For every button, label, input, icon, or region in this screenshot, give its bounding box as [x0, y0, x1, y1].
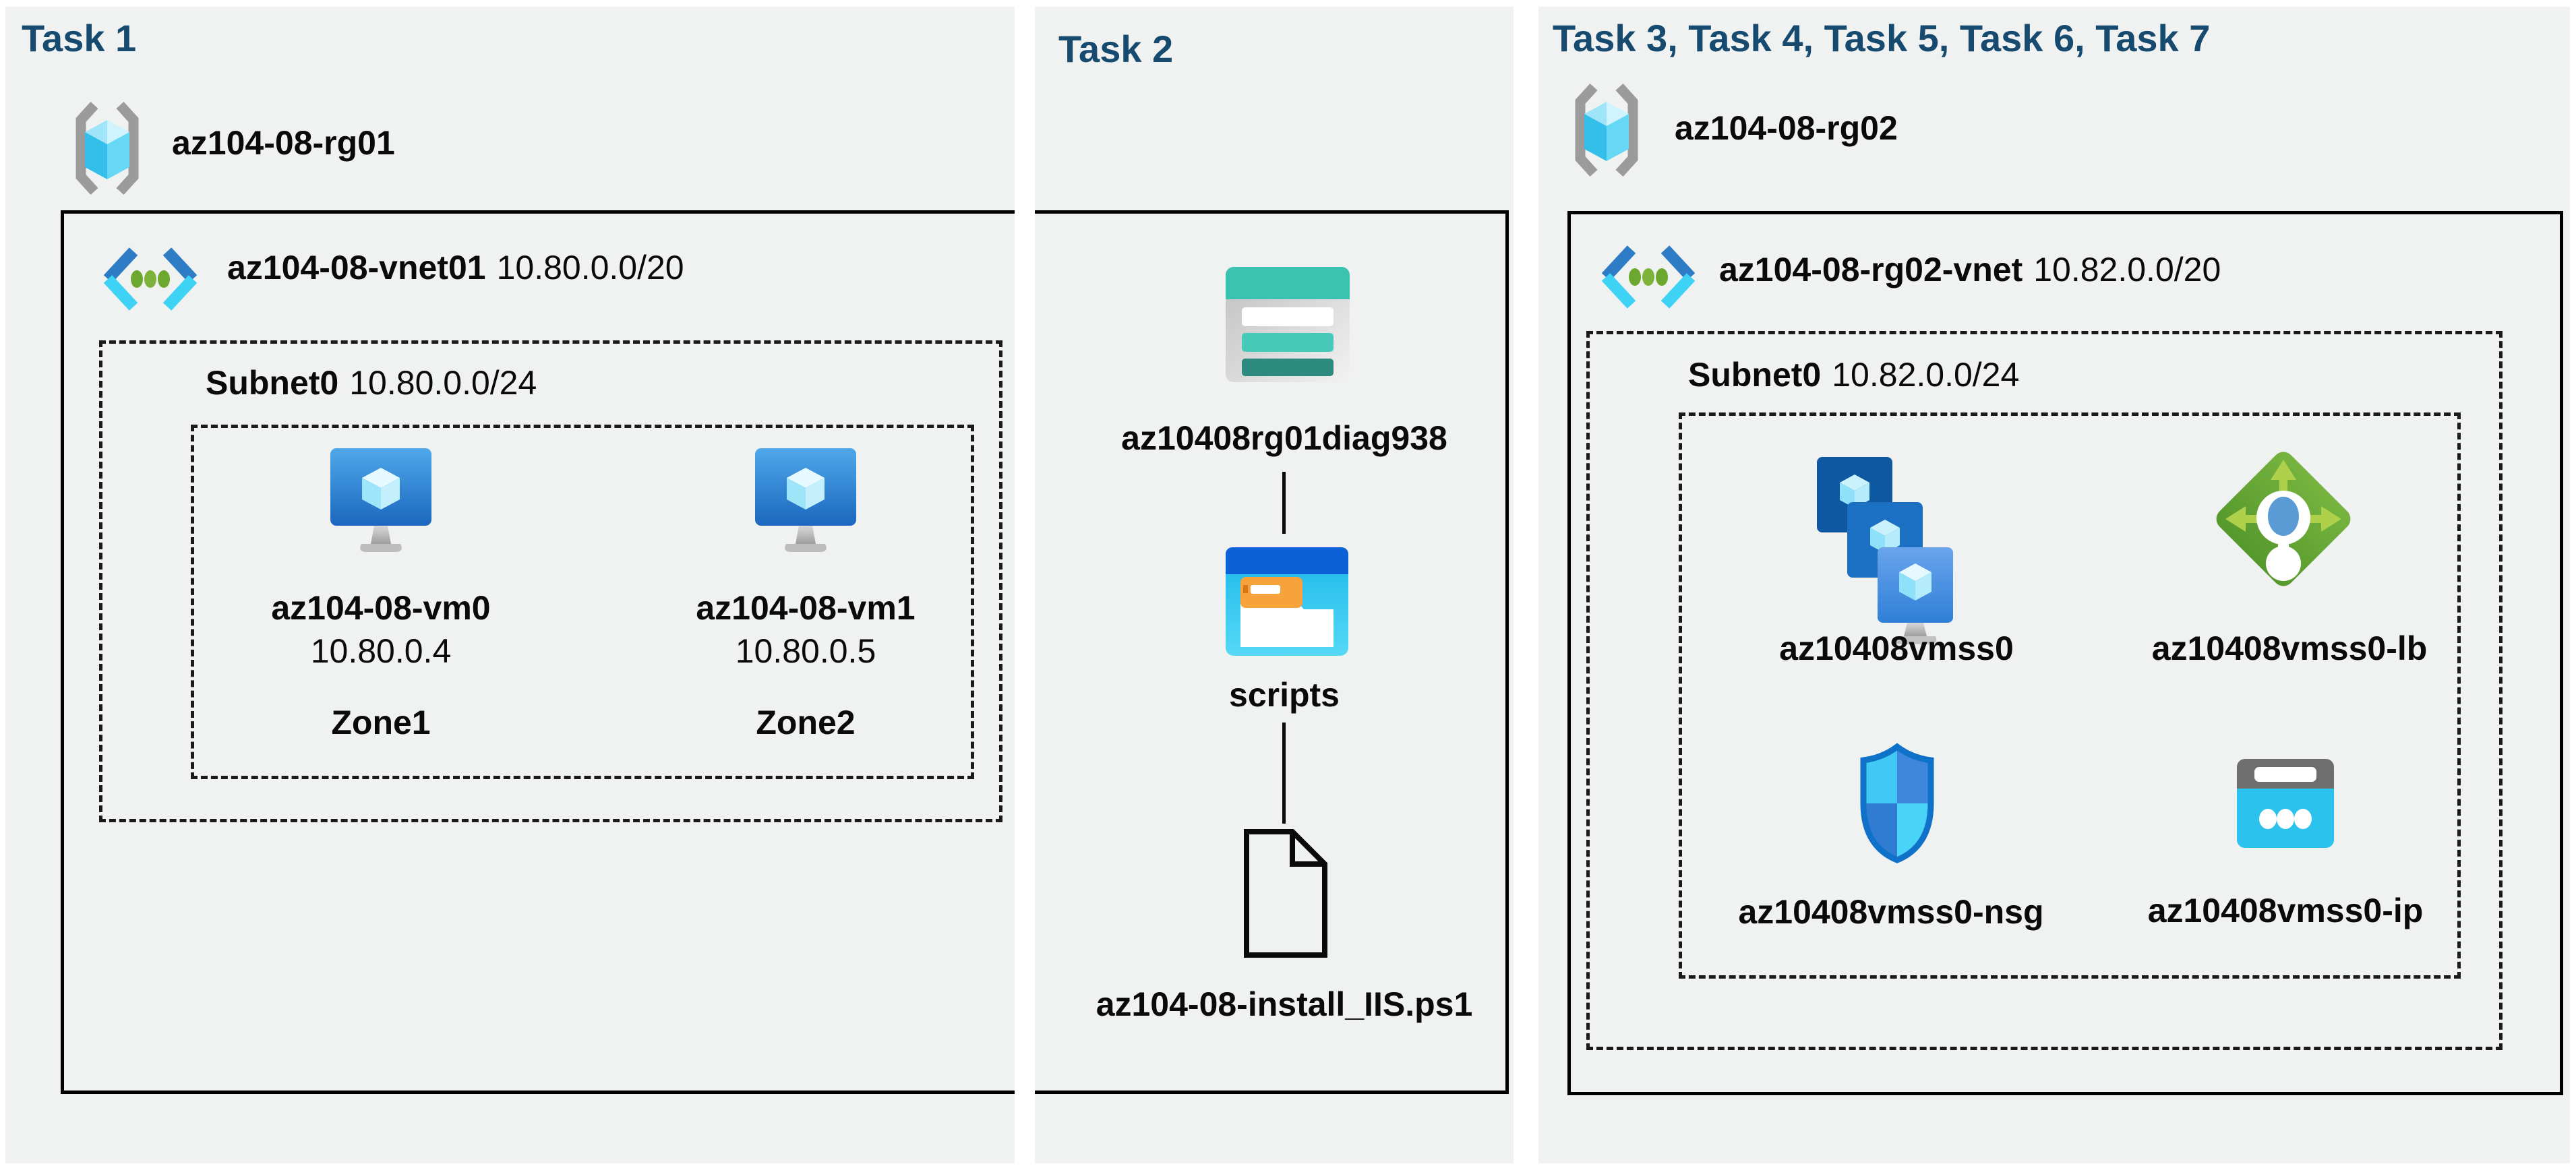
virtual-machine-icon	[755, 448, 856, 552]
nsg-label: az10408vmss0-nsg	[1738, 893, 2044, 931]
public-ip-icon	[2237, 759, 2334, 848]
storage-account-icon	[1226, 267, 1350, 382]
subnet0-label-rg01: Subnet0 10.80.0.0/24	[206, 363, 537, 403]
rg01-resources-box	[61, 210, 1509, 1094]
script-file-label: az104-08-install_IIS.ps1	[1096, 985, 1473, 1023]
vmss-resources-box	[1679, 412, 2461, 979]
vnet01-label: az104-08-vnet01 10.80.0.0/20	[227, 247, 684, 288]
vnet01-name: az104-08-vnet01	[227, 249, 486, 286]
vm-scale-set-icon	[1817, 457, 1953, 644]
blob-container-icon	[1226, 547, 1348, 656]
resource-group-icon	[1575, 83, 1638, 177]
vm0-zone-label: Zone1	[331, 704, 431, 741]
vnet-icon	[103, 247, 198, 311]
load-balancer-icon	[2216, 452, 2351, 586]
vm1-zone-label: Zone2	[756, 704, 856, 741]
vnet01-cidr: 10.80.0.0/20	[496, 249, 684, 286]
task2-title: Task 2	[1058, 28, 1174, 70]
subnet0-name-rg01: Subnet0	[206, 364, 339, 402]
subnet0-cidr-rg02: 10.82.0.0/24	[1832, 356, 2020, 394]
vm1-name-label: az104-08-vm1	[696, 589, 916, 627]
task3-7-title: Task 3, Task 4, Task 5, Task 6, Task 7	[1553, 17, 2211, 59]
subnet0-name-rg02: Subnet0	[1688, 356, 1822, 394]
panel-task1	[5, 7, 1015, 1163]
vm1-ip-label: 10.80.0.5	[735, 632, 876, 670]
virtual-machine-icon	[330, 448, 431, 552]
subnet0-cidr-rg01: 10.80.0.0/24	[349, 364, 537, 402]
lb-label: az10408vmss0-lb	[2151, 630, 2428, 667]
rg01-label: az104-08-rg01	[172, 124, 395, 162]
panel-task3-7	[1538, 7, 2570, 1163]
script-file-icon	[1244, 829, 1327, 958]
ip-label: az10408vmss0-ip	[2147, 892, 2424, 929]
subnet0-box-rg02	[1586, 331, 2503, 1050]
subnet0-label-rg02: Subnet0 10.82.0.0/24	[1688, 355, 2019, 395]
vnet-icon	[1601, 245, 1696, 309]
folder-label: scripts	[1229, 676, 1340, 714]
availability-zones-box	[191, 425, 974, 779]
panel-gap	[1015, 0, 1035, 1166]
subnet0-box-rg01	[99, 340, 1002, 822]
vm0-ip-label: 10.80.0.4	[310, 632, 452, 670]
vm0-name-label: az104-08-vm0	[271, 589, 491, 627]
task1-title: Task 1	[22, 17, 137, 59]
rg02-label: az104-08-rg02	[1675, 109, 1898, 147]
connector-storage-folder	[1282, 472, 1286, 534]
vnet02-label: az104-08-rg02-vnet 10.82.0.0/20	[1719, 249, 2221, 290]
resource-group-icon	[76, 101, 139, 195]
rg02-resources-box	[1567, 211, 2563, 1095]
vnet02-cidr: 10.82.0.0/20	[2033, 251, 2221, 288]
nsg-shield-icon	[1860, 743, 1934, 863]
vnet02-name: az104-08-rg02-vnet	[1719, 251, 2023, 288]
vmss-label: az10408vmss0	[1779, 630, 2014, 667]
storage-account-label: az10408rg01diag938	[1121, 419, 1447, 457]
connector-folder-file	[1282, 723, 1286, 824]
